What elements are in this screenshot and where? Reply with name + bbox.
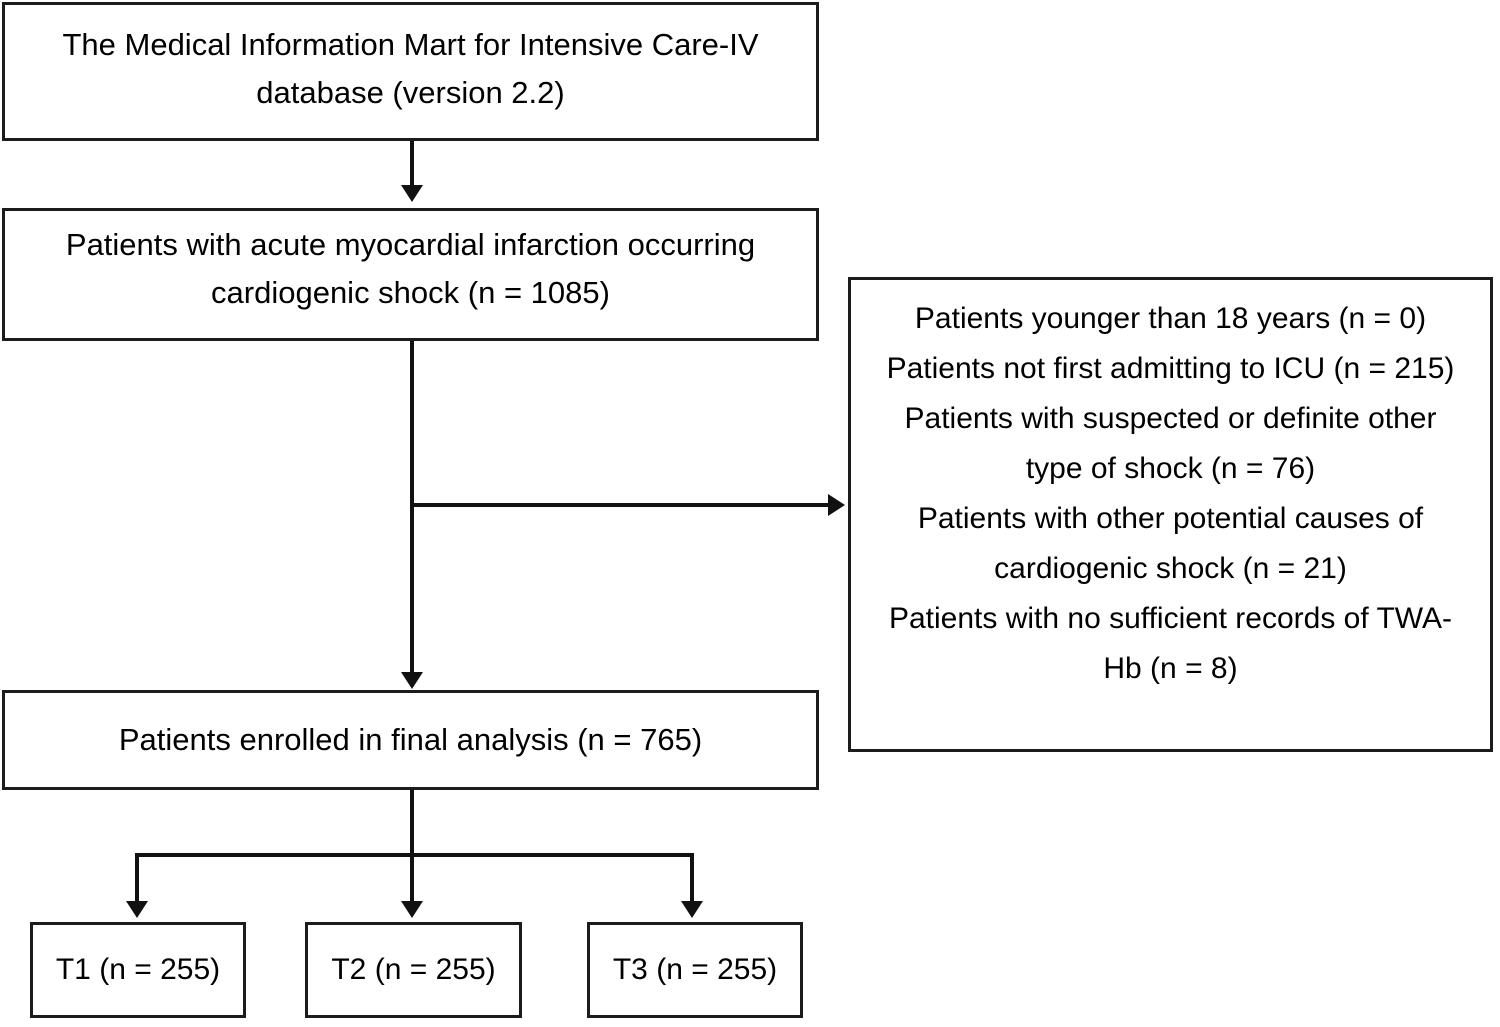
- arrow-database-to-ami-shaft: [410, 141, 414, 188]
- box-tertile-3: T3 (n = 255): [587, 922, 803, 1018]
- exclusion-item-younger-18: Patients younger than 18 years (n = 0): [914, 302, 1427, 335]
- connector-drop-t2-head: [401, 901, 423, 918]
- box-tertile-2: T2 (n = 255): [305, 922, 522, 1018]
- arrow-database-to-ami-head: [401, 185, 423, 202]
- box-mimic-iv-database: The Medical Information Mart for Intensi…: [2, 2, 819, 141]
- box-exclusions: Patients younger than 18 years (n = 0) P…: [848, 277, 1493, 752]
- exclusion-item-not-first-icu: Patients not first admitting to ICU (n =…: [886, 352, 1455, 385]
- box-tertile-1-label: T1 (n = 255): [55, 953, 221, 986]
- connector-drop-t1-shaft: [135, 853, 139, 903]
- arrow-ami-to-enrolled-head: [401, 672, 423, 689]
- connector-tertile-branch-line: [135, 853, 694, 857]
- box-ami-cardiogenic-shock-line1: Patients with acute myocardial infarctio…: [65, 226, 756, 262]
- arrow-ami-to-enrolled-shaft: [410, 341, 414, 674]
- box-tertile-3-label: T3 (n = 255): [612, 953, 778, 986]
- connector-enrolled-stem: [410, 790, 414, 903]
- box-ami-cardiogenic-shock-line2: cardiogenic shock (n = 1085): [211, 274, 610, 310]
- connector-drop-t1-head: [126, 901, 148, 918]
- box-final-analysis: Patients enrolled in final analysis (n =…: [2, 690, 819, 790]
- connector-drop-t3-shaft: [690, 853, 694, 903]
- box-tertile-2-label: T2 (n = 255): [331, 953, 496, 986]
- arrow-to-exclusions-shaft: [412, 503, 830, 507]
- box-mimic-iv-database-line1: The Medical Information Mart for Intensi…: [62, 26, 759, 62]
- box-ami-cardiogenic-shock: Patients with acute myocardial infarctio…: [2, 208, 819, 341]
- exclusion-item-other-cs-causes: Patients with other potential causes of …: [917, 502, 1424, 585]
- arrow-to-exclusions-head: [828, 494, 845, 516]
- exclusion-item-other-shock-type: Patients with suspected or definite othe…: [904, 402, 1437, 485]
- exclusion-item-no-twa-hb-records: Patients with no sufficient records of T…: [888, 602, 1452, 685]
- box-mimic-iv-database-line2: database (version 2.2): [256, 74, 565, 110]
- box-final-analysis-label: Patients enrolled in final analysis (n =…: [118, 722, 703, 757]
- box-tertile-1: T1 (n = 255): [30, 922, 246, 1018]
- connector-drop-t3-head: [681, 901, 703, 918]
